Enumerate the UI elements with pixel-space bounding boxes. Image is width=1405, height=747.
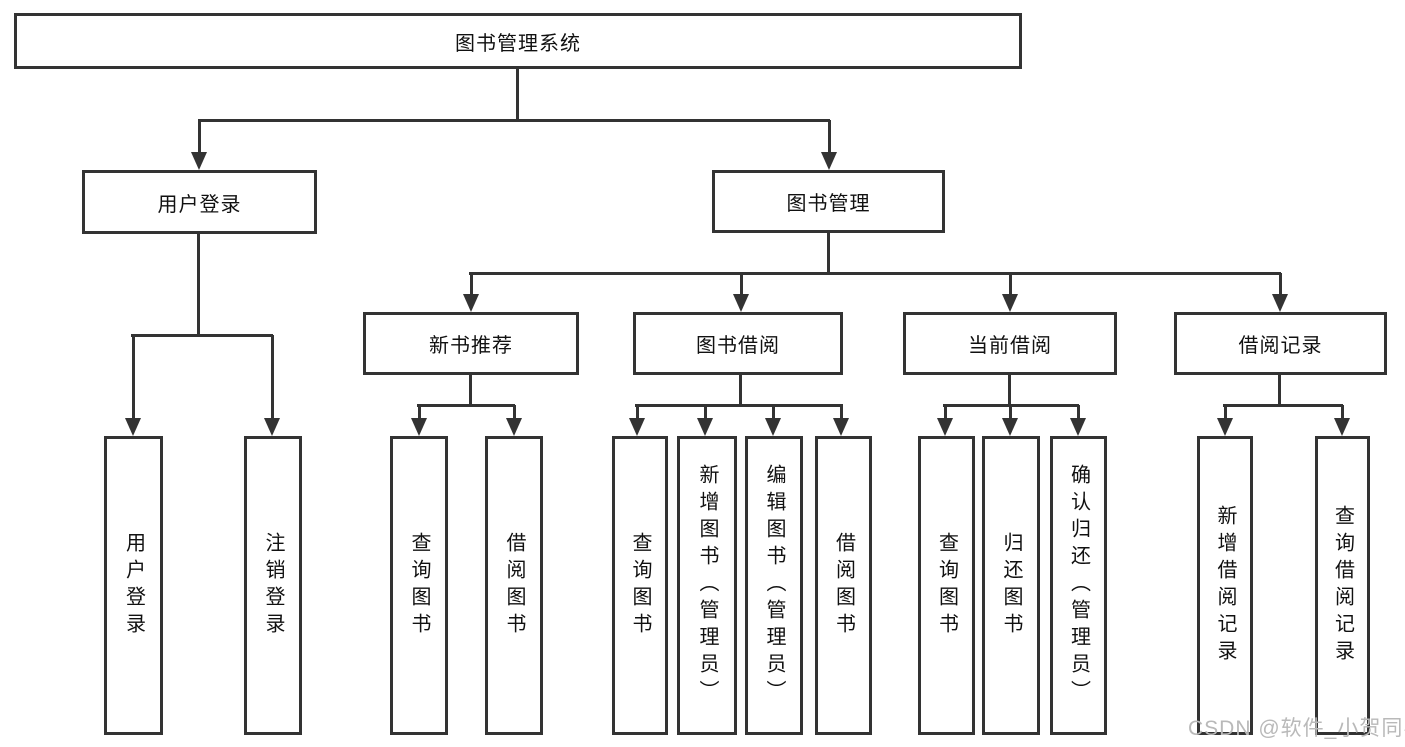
arrow-to-user-login [191,120,207,170]
arrowhead-icon [1002,294,1018,312]
node-label: 用户登录 [157,193,242,216]
connector-user-login-drop [197,233,200,336]
arrow-to-book-management [821,120,837,170]
arrowhead-icon [833,418,849,436]
node-label: 图书借阅 [696,335,780,357]
node-current-borrowing: 当前借阅 [903,312,1117,375]
arrow-to-cb-confirm [1070,405,1086,436]
arrowhead-icon [191,152,207,170]
node-label: 查询借阅记录 [1331,504,1354,667]
node-label: 查询图书 [629,531,651,640]
node-library-management-system: 图书管理系统 [14,13,1022,69]
leaf-borrow-books-recommend: 借阅图书 [485,436,543,735]
connector-book-mgmt-branch [469,272,1281,275]
arrow-to-cb-query [937,405,953,436]
arrow-to-nbr-query [411,405,427,436]
node-label: 查询图书 [408,531,430,640]
connector-nbr-drop [469,374,472,406]
arrow-to-leaf-logout [264,335,280,436]
connector-nbr-branch [417,404,515,407]
arrowhead-icon [937,418,953,436]
connector-book-mgmt-drop [827,232,830,274]
node-label: 当前借阅 [968,335,1052,357]
csdn-watermark: CSDN @软件_小贺同学 [1188,717,1405,740]
arrow-to-bb-edit [765,405,781,436]
node-label: 新书推荐 [429,335,513,357]
connector-bb-drop [739,374,742,406]
arrow-to-leaf-login [125,335,141,436]
arrowhead-icon [1334,418,1350,436]
arrowhead-icon [821,152,837,170]
connector-bb-branch [635,404,843,407]
arrowhead-icon [463,294,479,312]
node-label: 借阅记录 [1238,335,1323,357]
node-new-book-recommendation: 新书推荐 [363,312,579,375]
node-label: 新增图书（管理员） [696,464,718,707]
arrowhead-icon [506,418,522,436]
node-label: 借阅图书 [832,531,855,640]
connector-user-login-branch [131,334,273,337]
arrowhead-icon [1002,418,1018,436]
leaf-borrow-books-borrowing: 借阅图书 [815,436,872,735]
node-label: 图书管理 [786,193,871,215]
node-label: 用户登录 [122,531,145,640]
arrow-to-bb-query [629,405,645,436]
arrow-to-bb-borrow [833,405,849,436]
node-label: 注销登录 [262,531,284,640]
connector-root-drop [516,68,519,121]
leaf-logout: 注销登录 [244,436,302,735]
node-label: 归还图书 [1000,531,1022,640]
node-book-borrowing: 图书借阅 [633,312,843,375]
connector-br-drop [1278,374,1281,406]
arrow-to-current-borrowing [1002,273,1018,312]
arrow-to-book-borrowing [733,273,749,312]
arrowhead-icon [125,418,141,436]
arrow-to-new-book-recommendation [463,273,479,312]
leaf-add-borrow-record: 新增借阅记录 [1197,436,1253,735]
connector-cb-drop [1008,374,1011,406]
node-label: 编辑图书（管理员） [763,464,785,707]
arrowhead-icon [733,294,749,312]
arrowhead-icon [697,418,713,436]
arrowhead-icon [1070,418,1086,436]
connector-root-branch [198,119,830,122]
arrow-to-nbr-borrow [506,405,522,436]
node-label: 新增借阅记录 [1214,504,1236,667]
leaf-edit-books-admin: 编辑图书（管理员） [745,436,803,735]
node-book-management: 图书管理 [712,170,945,233]
leaf-query-books-current: 查询图书 [918,436,975,735]
arrowhead-icon [264,418,280,436]
arrow-to-br-query [1334,405,1350,436]
arrowhead-icon [1217,418,1233,436]
leaf-query-books-borrowing: 查询图书 [612,436,668,735]
arrow-to-cb-return [1002,405,1018,436]
arrowhead-icon [1272,294,1288,312]
arrow-to-br-add [1217,405,1233,436]
leaf-return-books: 归还图书 [982,436,1040,735]
leaf-add-books-admin: 新增图书（管理员） [677,436,737,735]
node-user-login: 用户登录 [82,170,317,234]
node-borrowing-records: 借阅记录 [1174,312,1387,375]
connector-br-branch [1223,404,1343,407]
arrow-to-bb-add [697,405,713,436]
node-label: 查询图书 [935,531,958,640]
leaf-query-borrow-record: 查询借阅记录 [1315,436,1370,735]
arrow-to-borrowing-records [1272,273,1288,312]
leaf-query-books-recommend: 查询图书 [390,436,448,735]
node-label: 确认归还（管理员） [1067,464,1090,707]
node-label: 借阅图书 [503,531,525,640]
arrowhead-icon [411,418,427,436]
leaf-confirm-return-admin: 确认归还（管理员） [1050,436,1107,735]
leaf-user-login: 用户登录 [104,436,163,735]
arrowhead-icon [765,418,781,436]
node-label: 图书管理系统 [455,32,581,55]
arrowhead-icon [629,418,645,436]
